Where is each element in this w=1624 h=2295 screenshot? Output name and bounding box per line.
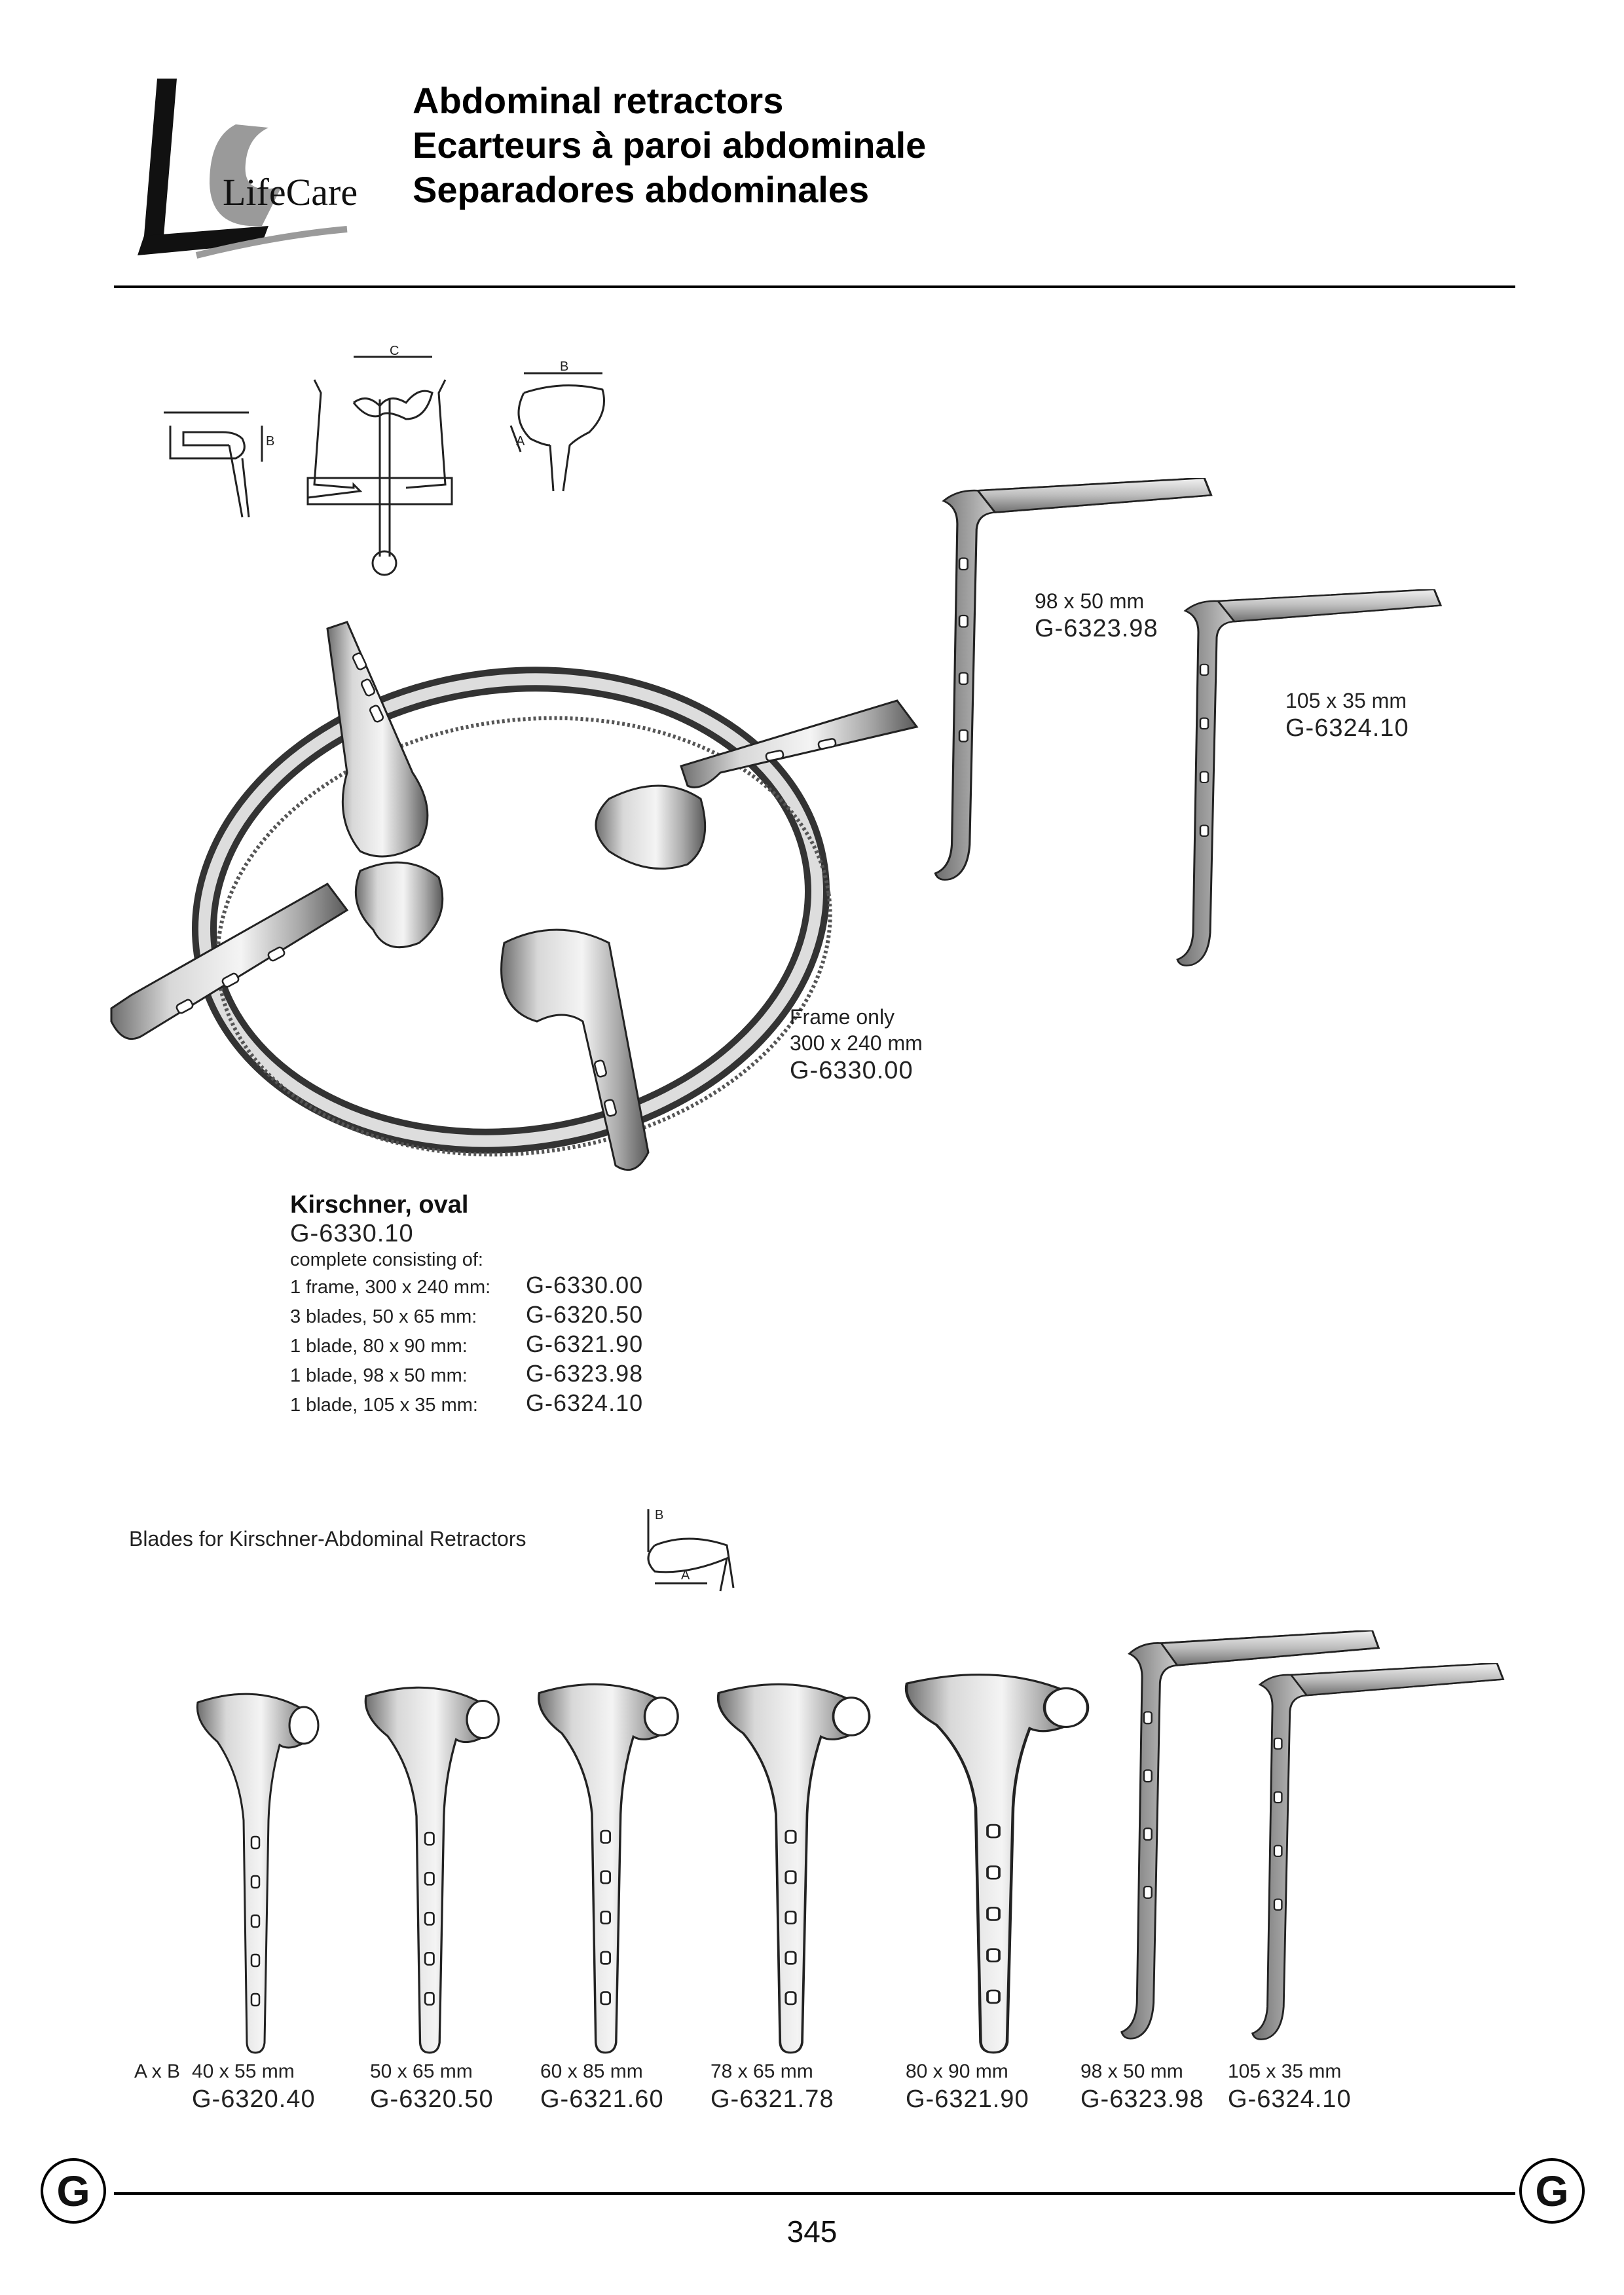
list-item: 1 frame, 300 x 240 mm:G-6330.00 bbox=[290, 1272, 644, 1298]
label-blade-105x35: 105 x 35 mm G-6324.10 bbox=[1285, 688, 1409, 743]
section-marker-right: G bbox=[1519, 2158, 1585, 2224]
dim-letter-b-top: B bbox=[560, 359, 568, 374]
logo-text: LifeCare bbox=[223, 171, 358, 213]
label-frame-only: Frame only 300 x 240 mm G-6330.00 bbox=[790, 1004, 923, 1085]
frame-only-text: Frame only bbox=[790, 1005, 895, 1029]
code-g-6324-10: G-6324.10 bbox=[1285, 714, 1409, 742]
kirschner-subtitle: complete consisting of: bbox=[290, 1249, 483, 1270]
header-divider bbox=[114, 285, 1515, 288]
dim-letter-a-top: A bbox=[516, 434, 525, 449]
blade-50x65-illustration bbox=[359, 1683, 503, 2056]
page-title-block: Abdominal retractors Ecarteurs à paroi a… bbox=[413, 79, 926, 212]
lifecare-logo: LifeCare bbox=[111, 72, 386, 268]
list-item: 1 blade, 98 x 50 mm:G-6323.98 bbox=[290, 1360, 644, 1387]
blade-label-78x65: 78 x 65 mm G-6321.78 bbox=[710, 2061, 834, 2113]
blade-label-80x90: 80 x 90 mm G-6321.90 bbox=[906, 2061, 1029, 2113]
kirschner-frame-illustration bbox=[110, 621, 919, 1171]
blade-40x55-illustration bbox=[191, 1689, 322, 2056]
code-g-6323-98: G-6323.98 bbox=[1035, 615, 1158, 642]
blade-78x65-illustration bbox=[710, 1680, 874, 2056]
section-marker-left: G bbox=[41, 2158, 106, 2224]
blades-section-title: Blades for Kirschner-Abdominal Retractor… bbox=[129, 1527, 526, 1551]
footer-divider bbox=[114, 2192, 1515, 2195]
kirschner-items: 1 frame, 300 x 240 mm:G-6330.00 3 blades… bbox=[290, 1272, 643, 1419]
axb-label: A x B bbox=[134, 2061, 181, 2082]
blade-dimension-diagram: B A bbox=[647, 1508, 735, 1592]
l-blade-105x35-illustration bbox=[1172, 589, 1447, 976]
dimension-diagram-top: B C B A bbox=[164, 344, 605, 576]
blade-60x85-illustration bbox=[532, 1680, 682, 2056]
title-english: Abdominal retractors bbox=[413, 80, 784, 121]
blade-80x90-illustration bbox=[897, 1670, 1094, 2056]
list-item: 3 blades, 50 x 65 mm:G-6320.50 bbox=[290, 1301, 644, 1328]
page-number: 345 bbox=[786, 2214, 838, 2249]
dim-blade-105x35: 105 x 35 mm bbox=[1285, 689, 1407, 712]
title-spanish: Separadores abdominales bbox=[413, 169, 870, 210]
blade-label-60x85: 60 x 85 mm G-6321.60 bbox=[540, 2061, 664, 2113]
dim-blade-98x50: 98 x 50 mm bbox=[1035, 589, 1145, 613]
blade-label-50x65: 50 x 65 mm G-6320.50 bbox=[370, 2061, 494, 2113]
blade-label-40x55: 40 x 55 mm G-6320.40 bbox=[192, 2061, 316, 2113]
blade-label-98x50: 98 x 50 mm G-6323.98 bbox=[1080, 2061, 1204, 2113]
l-blade-105x35-row-illustration bbox=[1247, 1663, 1509, 2049]
blade-dim-letter-b: B bbox=[655, 1508, 663, 1522]
label-blade-98x50: 98 x 50 mm G-6323.98 bbox=[1035, 588, 1158, 643]
blade-label-105x35: 105 x 35 mm G-6324.10 bbox=[1228, 2061, 1352, 2113]
list-item: 1 blade, 105 x 35 mm:G-6324.10 bbox=[290, 1389, 644, 1416]
title-french: Ecarteurs à paroi abdominale bbox=[413, 124, 927, 166]
dim-letter-b: B bbox=[266, 434, 274, 449]
list-item: 1 blade, 80 x 90 mm:G-6321.90 bbox=[290, 1331, 644, 1357]
dim-letter-c: C bbox=[390, 344, 399, 358]
code-g-6330-00: G-6330.00 bbox=[790, 1057, 913, 1084]
kirschner-title: Kirschner, oval bbox=[290, 1191, 469, 1219]
blade-dim-letter-a: A bbox=[681, 1568, 690, 1583]
kirschner-spec: Kirschner, oval G-6330.10 complete consi… bbox=[290, 1190, 643, 1419]
kirschner-code: G-6330.10 bbox=[290, 1220, 414, 1247]
frame-dim: 300 x 240 mm bbox=[790, 1031, 923, 1055]
